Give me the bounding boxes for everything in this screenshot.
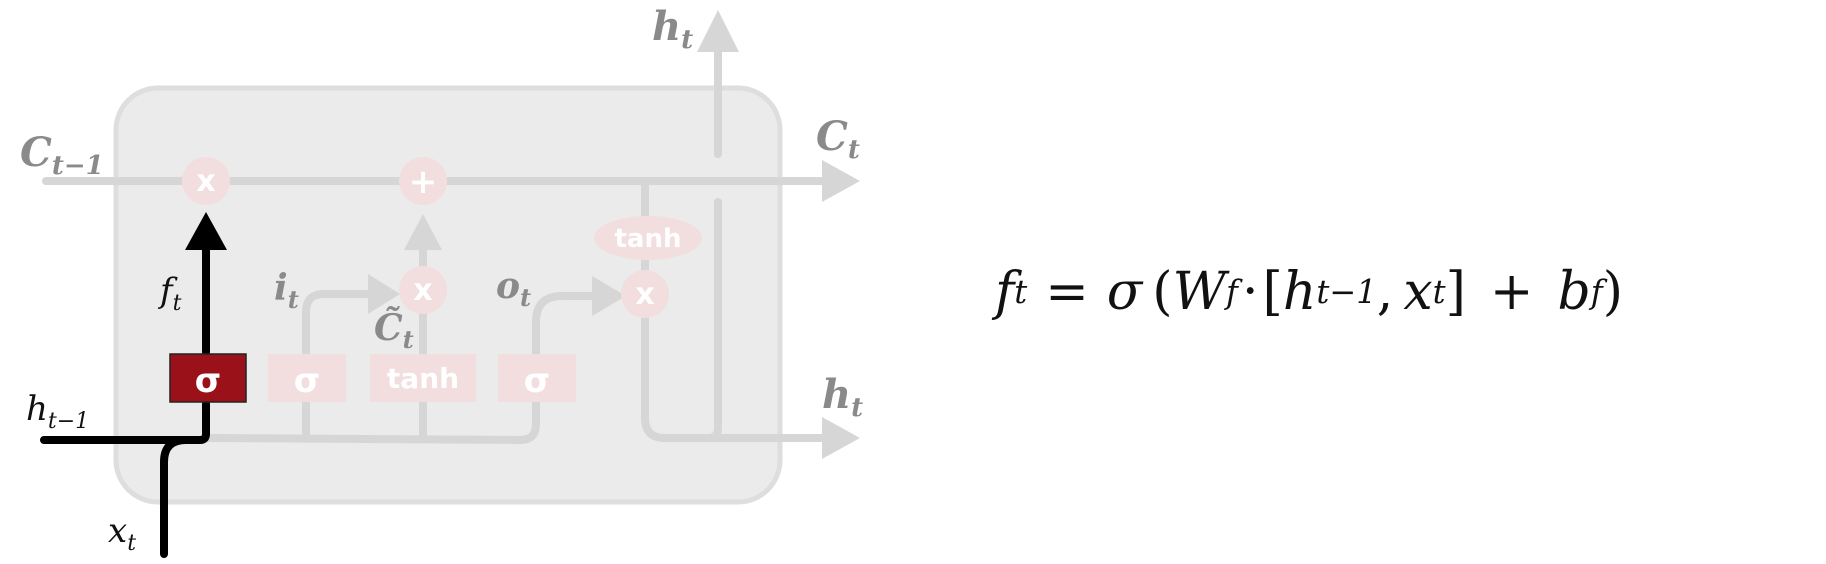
eq-plus: +: [1489, 262, 1534, 322]
pointwise-ops: x + x x tanh: [182, 157, 702, 318]
input-arrowhead: [368, 274, 400, 314]
ct-arrowhead: [822, 160, 860, 202]
label-c-t-base: C: [816, 113, 848, 160]
eq-open-paren: (: [1152, 262, 1173, 322]
label-x-t-sub: t: [127, 531, 136, 556]
label-h-prev-base: h: [26, 389, 48, 429]
input-gate-path: [302, 290, 376, 442]
label-i-t: it: [274, 267, 299, 314]
eq-lhs-sub: t: [1014, 273, 1028, 311]
label-h-right-sub: t: [851, 393, 863, 423]
label-c-tilde-base: C̃: [374, 307, 403, 349]
eq-open-bracket: [: [1262, 262, 1283, 322]
eq-comma: ,: [1376, 262, 1394, 322]
forget-gate-arrowhead: [185, 212, 227, 250]
eq-x-sub: t: [1432, 273, 1446, 311]
x-input-line: [160, 436, 204, 558]
eq-sigma: σ: [1106, 262, 1143, 322]
input-gate-symbol: σ: [294, 361, 320, 401]
label-o-t-base: o: [496, 265, 520, 307]
label-h-top: ht: [652, 3, 693, 55]
input-mult-op: [399, 266, 447, 314]
faded-gates: σ tanh σ: [268, 354, 576, 402]
label-c-prev-base: C: [20, 129, 52, 176]
label-f-t-sub: t: [173, 291, 182, 316]
output-down-path: [641, 308, 826, 442]
eq-close-paren: ): [1602, 262, 1624, 322]
eq-h: h: [1282, 262, 1317, 322]
label-c-prev: Ct−1: [20, 129, 104, 181]
input-gate-box: [268, 354, 346, 402]
label-c-prev-sub: t−1: [52, 151, 104, 181]
label-h-right: ht: [822, 371, 863, 423]
tanh-oval-label: tanh: [615, 224, 682, 254]
label-h-prev-sub: t−1: [48, 409, 89, 434]
candidate-up-arrowhead: [404, 214, 442, 250]
eq-w: W: [1172, 262, 1227, 322]
ht-right-arrowhead: [822, 417, 860, 459]
output-mid-vertical: [704, 198, 722, 442]
eq-x: x: [1403, 262, 1433, 322]
label-c-tilde-sub: t: [403, 325, 414, 354]
output-mult-op: [621, 270, 669, 318]
candidate-gate-box: [370, 354, 476, 402]
eq-equals: =: [1045, 262, 1089, 322]
forget-mult-symbol: x: [196, 164, 215, 199]
output-mult-symbol: x: [635, 277, 654, 312]
ht-top-arrowhead: [697, 10, 739, 52]
eq-lhs: f: [995, 262, 1015, 322]
active-forget-path: [40, 244, 210, 558]
eq-h-sub: t−1: [1316, 273, 1377, 311]
output-gate-symbol: σ: [524, 361, 550, 401]
add-op: [399, 157, 447, 205]
input-mult-symbol: x: [413, 273, 432, 308]
tanh-oval-op: [594, 216, 702, 260]
forget-mult-op: [182, 157, 230, 205]
label-o-t: ot: [496, 265, 531, 312]
label-h-prev: ht−1: [26, 389, 89, 434]
forget-gate-box: [169, 353, 247, 403]
label-h-top-sub: t: [681, 25, 693, 55]
eq-w-sub: f: [1226, 273, 1238, 311]
label-c-t: Ct: [816, 113, 860, 165]
label-x-t-base: x: [108, 511, 127, 551]
label-x-t: xt: [108, 511, 136, 556]
output-gate-box: [498, 354, 576, 402]
label-h-top-base: h: [652, 3, 681, 50]
label-o-t-sub: t: [520, 283, 531, 312]
eq-close-bracket: ]: [1445, 262, 1466, 322]
label-i-t-sub: t: [288, 285, 299, 314]
label-h-right-base: h: [822, 371, 851, 418]
forget-gate-symbol: σ: [195, 361, 221, 401]
add-symbol: +: [409, 162, 438, 202]
faded-arrowheads: [368, 10, 860, 459]
eq-dot: ·: [1241, 262, 1259, 322]
label-c-tilde: C̃t: [374, 307, 414, 354]
eq-b: b: [1557, 262, 1591, 322]
eq-b-sub: f: [1590, 273, 1603, 311]
candidate-gate-label: tanh: [387, 362, 459, 395]
output-arrowhead: [592, 276, 626, 316]
label-i-t-base: i: [274, 267, 288, 309]
label-c-t-sub: t: [848, 135, 860, 165]
